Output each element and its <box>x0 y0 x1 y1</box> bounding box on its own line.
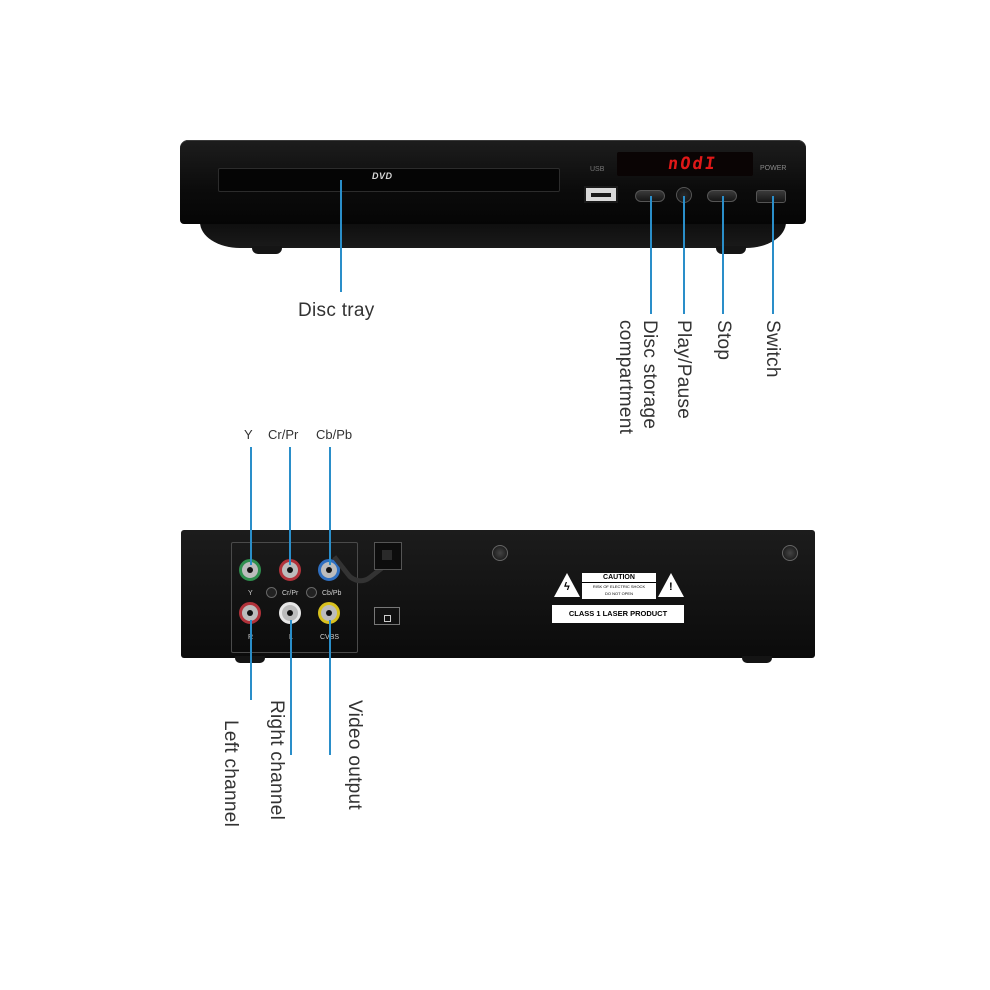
front-foot-right <box>716 246 746 254</box>
back-foot-right <box>742 656 772 663</box>
right-channel-label: Right channel <box>266 700 287 821</box>
disc-tray <box>218 168 560 192</box>
left-channel-callout-line <box>250 620 252 700</box>
laser-product-label: CLASS 1 LASER PRODUCT <box>552 605 684 623</box>
power-switch <box>756 190 786 203</box>
y-callout-line <box>250 447 252 565</box>
video-output-callout-line <box>329 620 331 755</box>
led-display-text: nOdI <box>666 154 719 174</box>
cr-pr-callout-line <box>289 447 291 565</box>
switch-label: Switch <box>762 320 783 378</box>
switch-callout-line <box>772 196 774 314</box>
disc-tray-label: Disc tray <box>298 300 375 321</box>
disc-tray-callout-line <box>340 180 342 292</box>
jack-separator-dot <box>306 587 317 598</box>
usb-label: USB <box>590 166 605 173</box>
front-base <box>200 222 786 248</box>
cb-pb-callout-line <box>329 447 331 565</box>
disc-storage-callout-line <box>650 196 652 314</box>
screw-icon <box>492 545 508 561</box>
power-label: POWER <box>760 165 787 172</box>
y-label: Y <box>244 427 253 442</box>
video-output-label: Video output <box>344 700 365 810</box>
exclamation-warning-icon: ! <box>658 573 684 597</box>
lightning-warning-icon: ϟ <box>554 573 580 597</box>
optical-port <box>374 542 402 570</box>
jack-label-cr-pr: Cr/Pr <box>282 590 299 597</box>
play-pause-callout-line <box>683 196 685 314</box>
caution-title: CAUTION <box>582 573 656 583</box>
caution-line1: RISK OF ELECTRIC SHOCK <box>592 584 646 589</box>
cr-pr-label: Cr/Pr <box>268 427 299 442</box>
disc-storage-label-line2: compartment <box>615 320 636 435</box>
led-display <box>617 152 753 176</box>
screw-icon <box>782 545 798 561</box>
jack-label-y: Y <box>248 590 253 597</box>
spec-plate-icon <box>384 615 391 622</box>
spec-plate <box>374 607 400 625</box>
caution-box: CAUTION RISK OF ELECTRIC SHOCK DO NOT OP… <box>582 573 656 599</box>
cb-pb-label: Cb/Pb <box>316 427 353 442</box>
left-channel-label: Left channel <box>220 720 241 828</box>
av-jack-panel <box>231 542 358 653</box>
caution-line2: DO NOT OPEN <box>605 591 633 596</box>
stop-callout-line <box>722 196 724 314</box>
jack-label-cb-pb: Cb/Pb <box>322 590 342 597</box>
disc-storage-label-line1: Disc storage <box>639 320 660 430</box>
caution-label: ϟ CAUTION RISK OF ELECTRIC SHOCK DO NOT … <box>552 573 686 625</box>
front-foot-left <box>252 246 282 254</box>
jack-separator-dot <box>266 587 277 598</box>
dvd-logo: DVD <box>372 171 393 181</box>
play-pause-label: Play/Pause <box>673 320 694 420</box>
usb-port <box>584 186 618 203</box>
right-channel-callout-line <box>290 620 292 755</box>
stop-label: Stop <box>713 320 734 361</box>
